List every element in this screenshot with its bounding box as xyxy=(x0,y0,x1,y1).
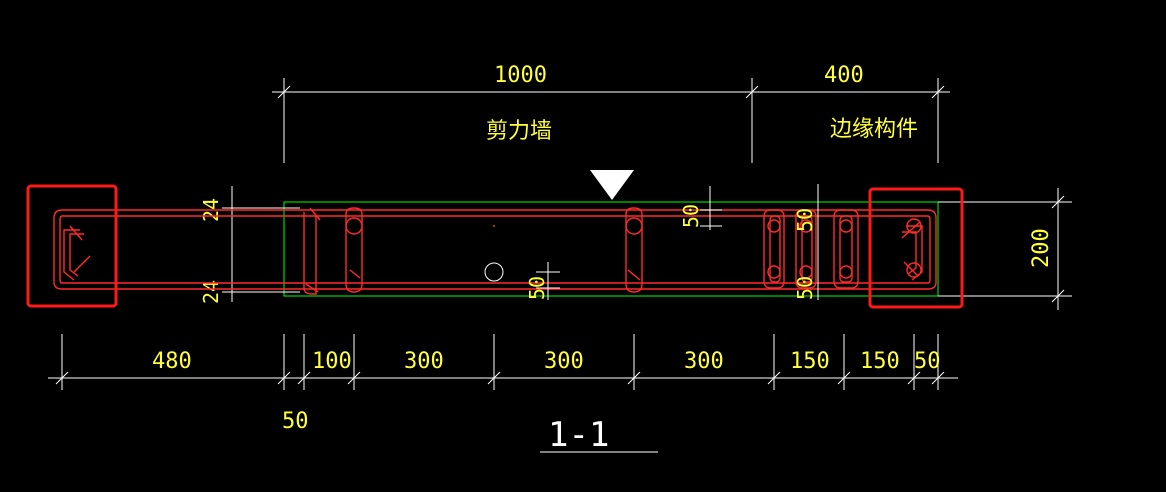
tie-300 xyxy=(303,207,321,295)
section-title: 1-1 xyxy=(548,415,609,455)
tie-634 xyxy=(625,207,643,293)
edge-member-label: 边缘构件 xyxy=(830,117,918,142)
edge-tie-2 xyxy=(795,209,817,289)
edge-tie-3 xyxy=(833,209,859,289)
spacing-a-dim: 50 xyxy=(679,204,703,228)
bottom-dim-5: 150 xyxy=(790,349,830,374)
highlight-left-end xyxy=(26,184,118,308)
bottom-extra-dim: 50 xyxy=(282,409,309,434)
right-hook xyxy=(901,218,923,281)
section-height-dim: 200 xyxy=(1029,228,1054,268)
wall-outline xyxy=(283,201,939,297)
top-dimension-chain: 1000 400 剪力墙 边缘构件 xyxy=(272,63,950,163)
spacing-d-dim: 50 xyxy=(793,276,817,300)
height-dim: 200 xyxy=(938,188,1072,310)
section-title-group: 1-1 xyxy=(540,415,658,455)
cover-bottom-dim: 24 xyxy=(199,280,223,304)
bottom-dim-1: 100 xyxy=(312,349,352,374)
edge-length-dim: 400 xyxy=(824,63,864,88)
bottom-dim-6: 150 xyxy=(860,349,900,374)
rebar-circle-middle xyxy=(484,262,504,282)
tie-352 xyxy=(345,207,363,293)
shear-wall-label: 剪力墙 xyxy=(486,119,552,144)
spacing-b-dim: 50 xyxy=(525,276,549,300)
wall-length-dim: 1000 xyxy=(494,63,547,88)
edge-tie-1 xyxy=(763,209,785,289)
highlight-right-end xyxy=(868,187,964,309)
bottom-dim-0: 480 xyxy=(152,349,192,374)
section-marker-icon xyxy=(590,170,634,200)
bottom-dimension-chain: 480 100 300 300 300 150 150 50 50 xyxy=(48,334,958,434)
bottom-dim-2: 300 xyxy=(404,349,444,374)
left-cover-dims: 24 24 xyxy=(199,186,300,304)
internal-spacing-dims: 50 50 50 50 xyxy=(525,184,819,300)
spacing-c-dim: 50 xyxy=(793,208,817,232)
bottom-dim-4: 300 xyxy=(684,349,724,374)
bottom-dim-3: 300 xyxy=(544,349,584,374)
bottom-dim-7: 50 xyxy=(914,349,941,374)
left-hook xyxy=(63,225,91,281)
